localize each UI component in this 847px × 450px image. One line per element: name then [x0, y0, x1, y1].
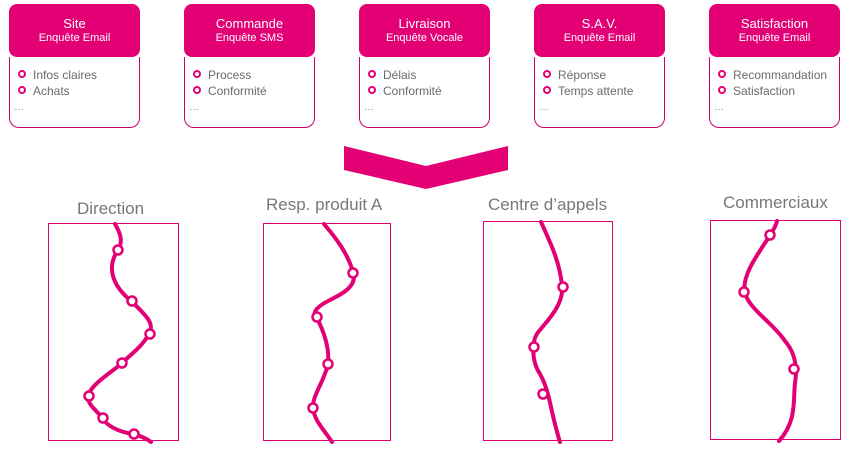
bullet-icon [193, 86, 201, 94]
card-title: Commande [215, 16, 284, 31]
curve-point [347, 267, 359, 279]
item-label: Temps attente [558, 84, 634, 98]
item-label: Délais [383, 68, 417, 82]
list-item: Temps attente [543, 84, 633, 98]
panel-centre-appels [483, 220, 613, 444]
item-label: Conformité [208, 84, 267, 98]
curve-point [557, 281, 569, 293]
bullet-icon [543, 70, 551, 78]
panel-title-resp-produit: Resp. produit A [266, 195, 383, 214]
bullet-icon [718, 86, 726, 94]
list-item: Conformité [193, 84, 267, 98]
bullet-icon [543, 86, 551, 94]
panel-resp-produit [263, 222, 391, 444]
panel-title-direction: Direction [77, 199, 145, 218]
panel-direction [48, 222, 179, 444]
card-subtitle: Enquête Email [738, 32, 811, 44]
more-items: … [364, 102, 374, 113]
curve-point [116, 357, 128, 369]
item-label: Réponse [558, 68, 607, 82]
more-items: … [539, 102, 549, 113]
item-label: Conformité [383, 84, 442, 98]
profile-curve-resp-produit [307, 222, 359, 444]
item-label: Satisfaction [733, 84, 796, 98]
card-header: Livraison Enquête Vocale [359, 4, 490, 57]
list-item: Infos claires [18, 68, 97, 82]
card-subtitle: Enquête Email [38, 32, 111, 44]
curve-point [97, 412, 109, 424]
item-label: Recommandation [733, 68, 828, 82]
card-title: Site [63, 16, 86, 31]
item-label: Achats [33, 84, 70, 98]
curve-point [126, 295, 138, 307]
curve-point [83, 390, 95, 402]
curve-point [537, 388, 549, 400]
bullet-icon [18, 86, 26, 94]
profile-curve-direction [83, 222, 156, 444]
card-title: S.A.V. [581, 16, 618, 31]
list-item: Conformité [368, 84, 442, 98]
card-title: Satisfaction [740, 16, 809, 31]
card-header: Satisfaction Enquête Email [709, 4, 840, 57]
profile-curve-centre-appels [528, 220, 569, 444]
bullet-icon [18, 70, 26, 78]
list-item: Réponse [543, 68, 606, 82]
bullet-icon [193, 70, 201, 78]
curve-point [322, 358, 334, 370]
curve-point [764, 229, 776, 241]
card-subtitle: Enquête SMS [215, 32, 284, 44]
curve-point [788, 363, 800, 375]
card-livraison: Livraison Enquête Vocale Délais Conformi… [359, 4, 490, 129]
curve-point [528, 341, 540, 353]
item-label: Process [208, 68, 252, 82]
curve-point [311, 311, 323, 323]
card-title: Livraison [398, 16, 451, 31]
more-items: … [714, 102, 724, 113]
item-label: Infos claires [33, 68, 98, 82]
profile-curve-commerciaux [738, 219, 800, 443]
panel-title-commerciaux: Commerciaux [723, 193, 828, 212]
list-item: Recommandation [718, 68, 827, 82]
list-item: Délais [368, 68, 416, 82]
card-body: Délais Conformité … [359, 57, 490, 128]
card-sav: S.A.V. Enquête Email Réponse Temps atten… [534, 4, 665, 129]
list-item: Satisfaction [718, 84, 795, 98]
card-body: Infos claires Achats … [9, 57, 140, 128]
card-subtitle: Enquête Email [563, 32, 636, 44]
card-body: Recommandation Satisfaction … [709, 57, 840, 128]
card-header: Site Enquête Email [9, 4, 140, 57]
list-item: Achats [18, 84, 70, 98]
bullet-icon [368, 86, 376, 94]
bullet-icon [718, 70, 726, 78]
card-satisfaction: Satisfaction Enquête Email Recommandatio… [709, 4, 840, 129]
card-body: Process Conformité … [184, 57, 315, 128]
curve-point [112, 244, 124, 256]
card-site: Site Enquête Email Infos claires Achats … [9, 4, 140, 129]
list-item: Process [193, 68, 251, 82]
down-arrow-icon [344, 146, 508, 189]
more-items: … [189, 102, 199, 113]
card-header: Commande Enquête SMS [184, 4, 315, 57]
card-header: S.A.V. Enquête Email [534, 4, 665, 57]
curve-point [128, 428, 140, 440]
card-body: Réponse Temps attente … [534, 57, 665, 128]
curve-point [738, 286, 750, 298]
panel-commerciaux [710, 219, 841, 443]
card-commande: Commande Enquête SMS Process Conformité … [184, 4, 315, 129]
curve-point [307, 402, 319, 414]
card-subtitle: Enquête Vocale [385, 32, 464, 44]
more-items: … [14, 102, 24, 113]
bullet-icon [368, 70, 376, 78]
panel-title-centre-appels: Centre d’appels [488, 195, 608, 214]
curve-point [144, 328, 156, 340]
